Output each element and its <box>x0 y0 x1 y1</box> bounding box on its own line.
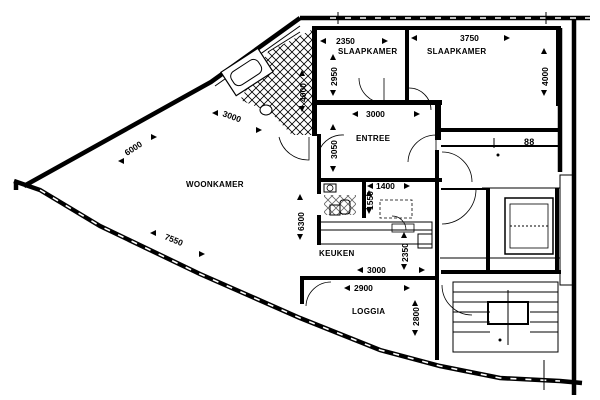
dim-slaapkamer2-depth: 4000 <box>540 67 550 86</box>
unit-number: 88 <box>524 137 535 147</box>
dim-slaapkamer2-width: 3750 <box>460 33 479 43</box>
dim-entree-width: 3000 <box>366 109 385 119</box>
stairwell <box>452 281 559 353</box>
dimension-arrows <box>118 35 547 336</box>
dim-keuken-width: 3000 <box>367 265 386 275</box>
dim-slaapkamer1-width: 2350 <box>336 36 355 46</box>
dim-woonkamer-wall: 3000 <box>221 108 242 124</box>
wc-fixtures <box>323 183 356 215</box>
dim-woonkamer-diag: 6000 <box>123 139 145 158</box>
room-label-loggia: LOGGIA <box>352 307 385 316</box>
room-label-slaapkamer-2: SLAAPKAMER <box>427 47 486 56</box>
interior-walls <box>300 26 561 360</box>
dim-keuken-depth: 2350 <box>400 243 410 262</box>
room-label-keuken: KEUKEN <box>319 249 355 258</box>
bathroom-outer-wall <box>214 25 301 116</box>
gallery-details <box>440 138 575 342</box>
bathroom-tile-floor <box>240 28 315 135</box>
dim-wc-depth: 1550 <box>365 191 375 210</box>
dim-wc-width: 1400 <box>376 181 395 191</box>
dim-entree-depth: 3050 <box>329 140 339 159</box>
dim-bathroom-depth: 4000 <box>298 83 308 102</box>
bathroom-sink <box>259 104 273 116</box>
dim-loggia-depth: 2800 <box>411 307 421 326</box>
room-label-slaapkamer-1: SLAAPKAMER <box>338 47 397 56</box>
dim-slaapkamer1-depth: 2950 <box>329 67 339 86</box>
dim-woonkamer-front: 7550 <box>163 232 185 248</box>
grid-marks <box>337 12 547 390</box>
dim-woonkamer-depth: 6300 <box>296 212 306 231</box>
room-label-woonkamer: WOONKAMER <box>186 180 244 189</box>
dim-loggia-width: 2900 <box>354 283 373 293</box>
elevator-shaft <box>504 197 554 255</box>
door-swings <box>278 77 477 316</box>
room-label-entree: ENTREE <box>356 134 391 143</box>
